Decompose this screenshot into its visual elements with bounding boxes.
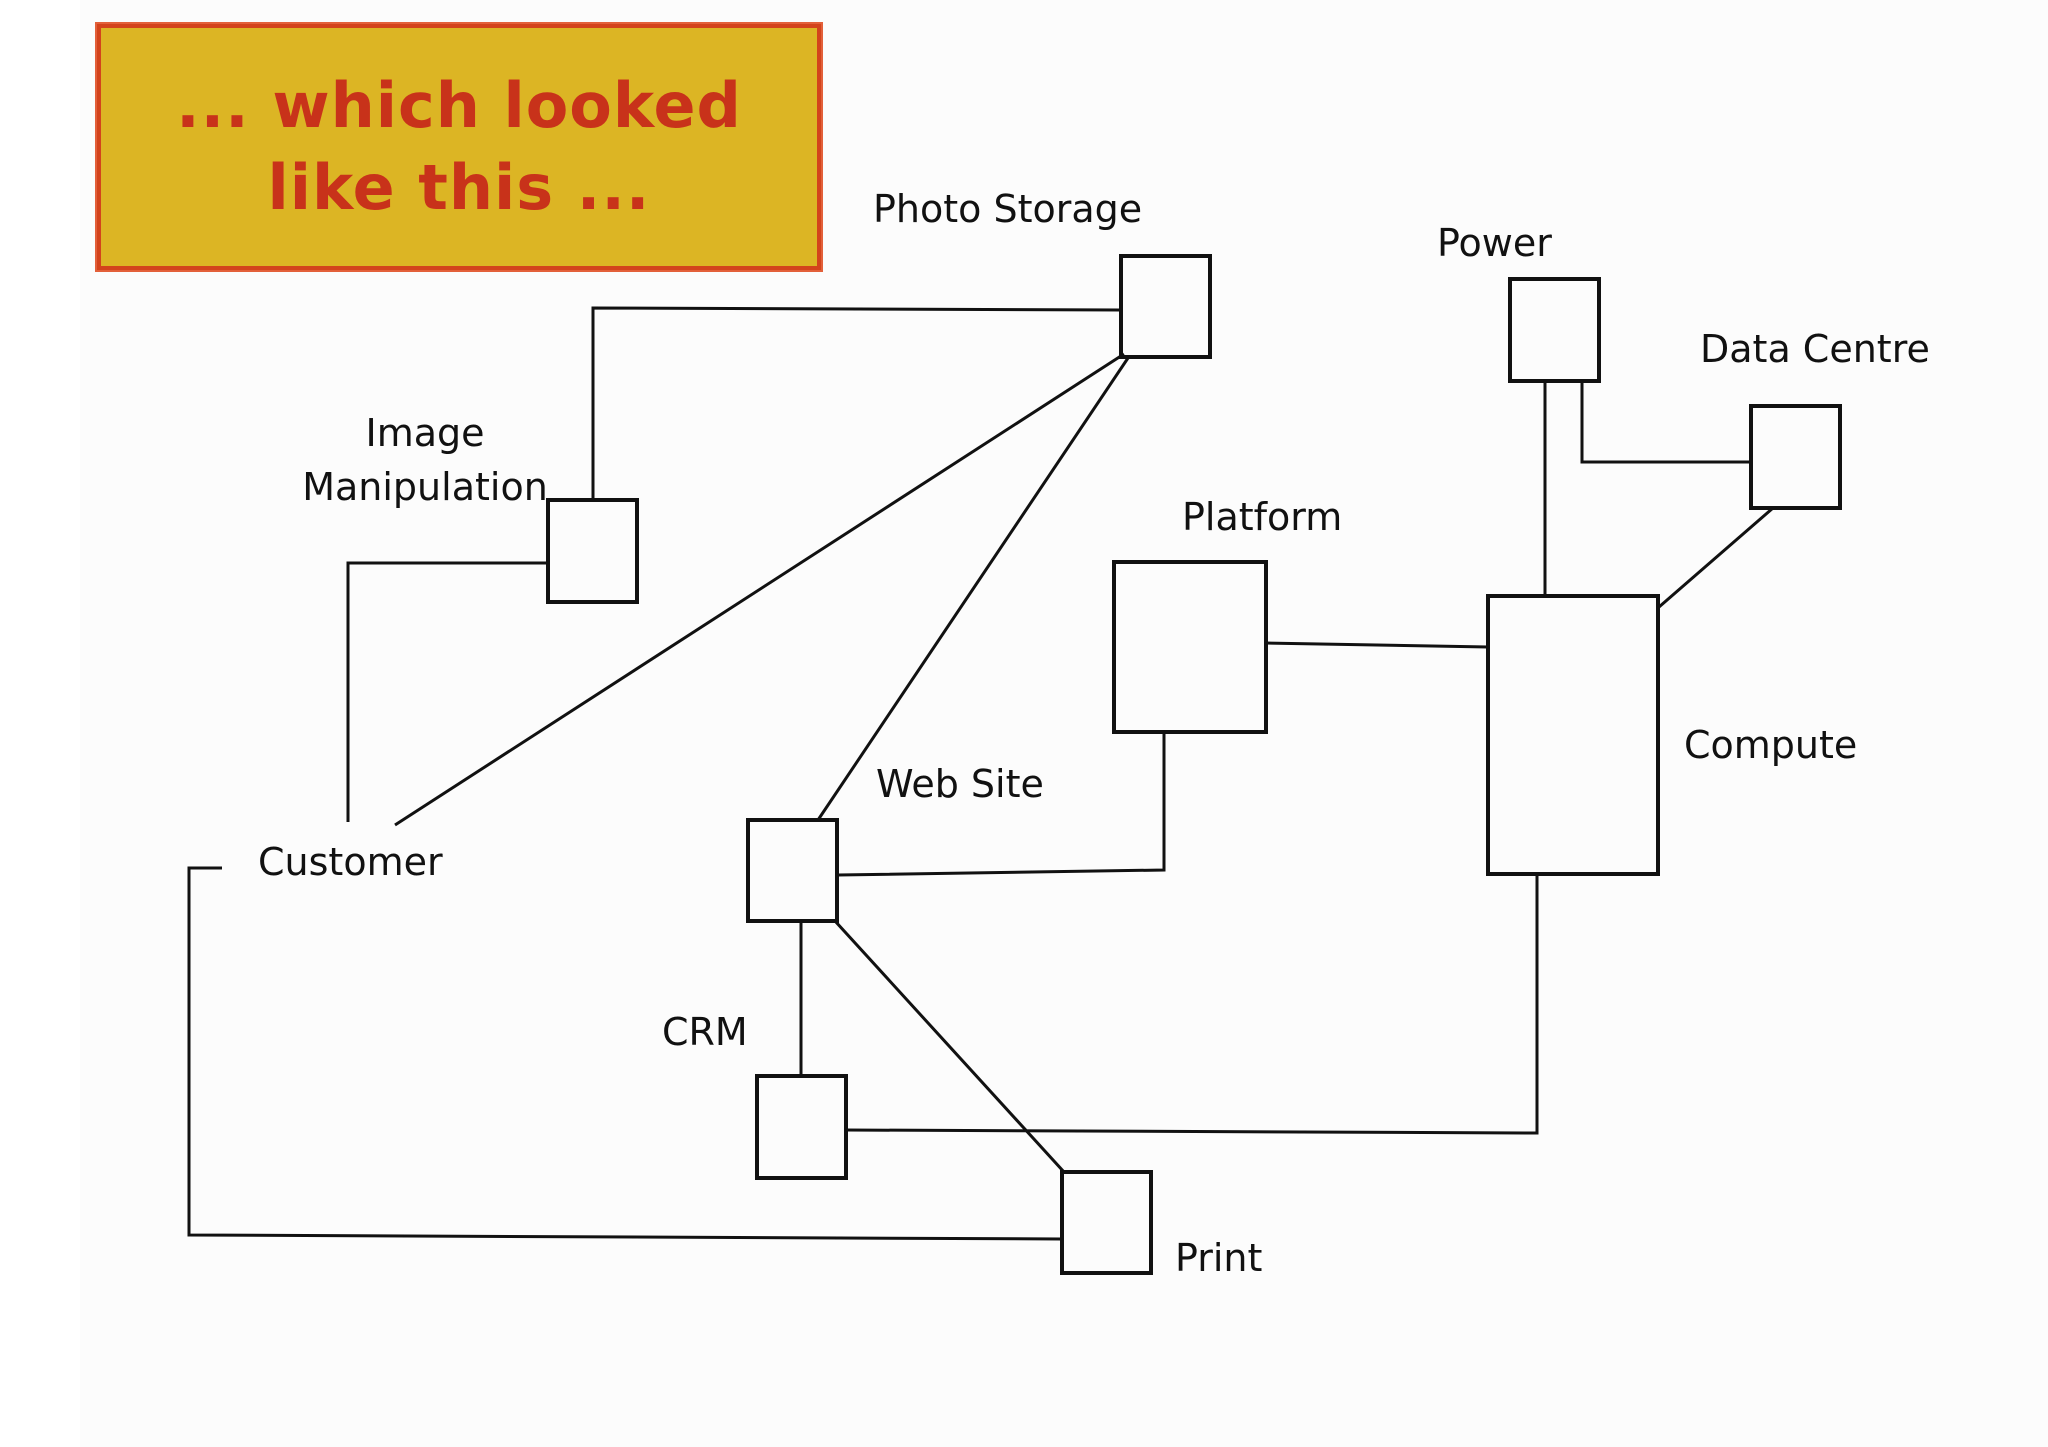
node-power: [1508, 277, 1601, 383]
edge-crm-compute: [845, 875, 1539, 1135]
diagram-edges: [187, 306, 1774, 1241]
label-photo-storage: Photo Storage: [873, 187, 1142, 231]
node-platform: [1112, 560, 1268, 734]
node-web-site: [746, 818, 839, 923]
edge-compute-datacentre: [1658, 506, 1774, 609]
label-customer: Customer: [258, 840, 443, 884]
edge-imagemanipulation-photostorage: [591, 306, 1122, 500]
label-image-manipulation-line1: Image: [365, 411, 484, 455]
node-compute: [1486, 594, 1660, 876]
label-platform: Platform: [1182, 495, 1342, 539]
callout-text: ... which looked like this ...: [176, 69, 742, 224]
edge-customer-print: [187, 866, 1063, 1241]
edge-website-print: [833, 919, 1066, 1174]
label-compute: Compute: [1684, 723, 1857, 767]
label-data-centre: Data Centre: [1700, 327, 1930, 371]
diagram-labels: Photo Storage Image Manipulation Custome…: [258, 187, 1930, 1280]
edge-customer-imagemanipulation: [346, 561, 548, 822]
diagram-nodes: [546, 254, 1842, 1275]
node-print: [1060, 1170, 1153, 1275]
label-crm: CRM: [662, 1010, 748, 1054]
edge-customer-photostorage: [394, 352, 1125, 827]
edge-power-datacentre: [1580, 380, 1751, 464]
edge-website-platform: [837, 732, 1166, 877]
label-power: Power: [1437, 221, 1552, 265]
label-print: Print: [1175, 1236, 1262, 1280]
node-photo-storage: [1119, 254, 1212, 359]
callout-box: ... which looked like this ...: [97, 24, 821, 270]
node-crm: [755, 1074, 848, 1180]
label-image-manipulation-line2: Manipulation: [302, 465, 548, 509]
label-web-site: Web Site: [876, 762, 1044, 806]
node-image-manipulation: [546, 498, 639, 604]
node-data-centre: [1749, 404, 1842, 510]
edge-platform-compute: [1265, 641, 1489, 649]
edge-website-photostorage: [816, 357, 1130, 821]
